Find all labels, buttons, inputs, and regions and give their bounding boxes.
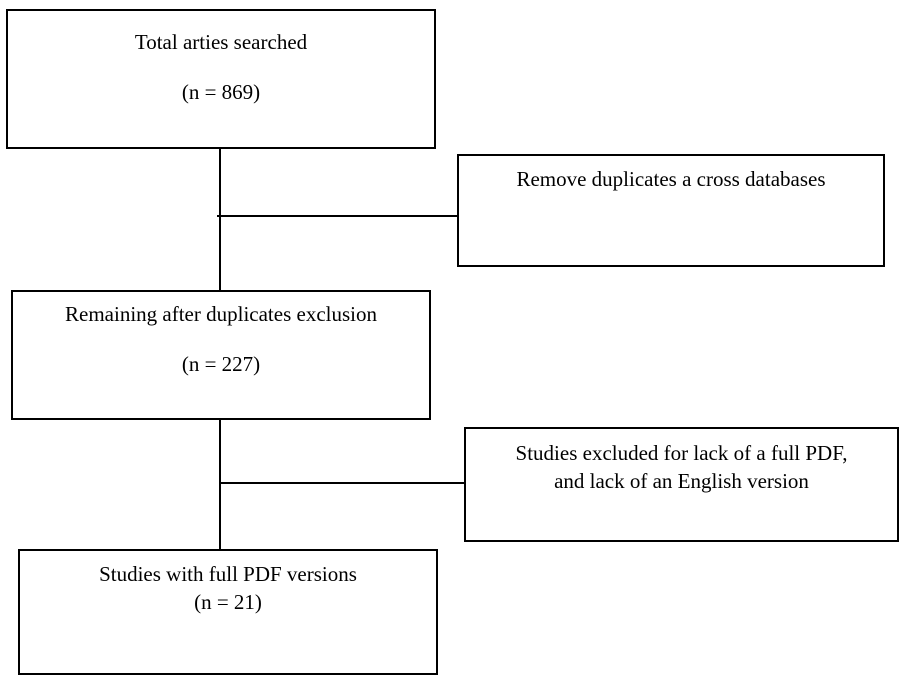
remaining-after-duplicates-box: Remaining after duplicates exclusion (n … xyxy=(11,290,431,420)
studies-excluded-box: Studies excluded for lack of a full PDF,… xyxy=(464,427,899,542)
excluded-label-line2: and lack of an English version xyxy=(554,469,809,493)
remove-duplicates-label: Remove duplicates a cross databases xyxy=(516,167,826,191)
final-count: (n = 21) xyxy=(194,590,262,614)
connector-to-duplicates-box xyxy=(217,215,457,217)
connector-remaining-to-final xyxy=(219,420,221,549)
remaining-count: (n = 227) xyxy=(181,352,261,376)
full-pdf-studies-box: Studies with full PDF versions (n = 21) xyxy=(18,549,438,675)
remove-duplicates-box: Remove duplicates a cross databases xyxy=(457,154,885,267)
connector-total-to-remaining xyxy=(219,149,221,290)
total-searched-box: Total arties searched (n = 869) xyxy=(6,9,436,149)
excluded-label-line1: Studies excluded for lack of a full PDF, xyxy=(515,441,848,465)
remaining-label: Remaining after duplicates exclusion xyxy=(65,302,377,326)
connector-to-excluded-box xyxy=(220,482,464,484)
final-label: Studies with full PDF versions xyxy=(99,562,357,586)
total-searched-label: Total arties searched xyxy=(134,30,308,54)
total-searched-count: (n = 869) xyxy=(181,80,261,104)
